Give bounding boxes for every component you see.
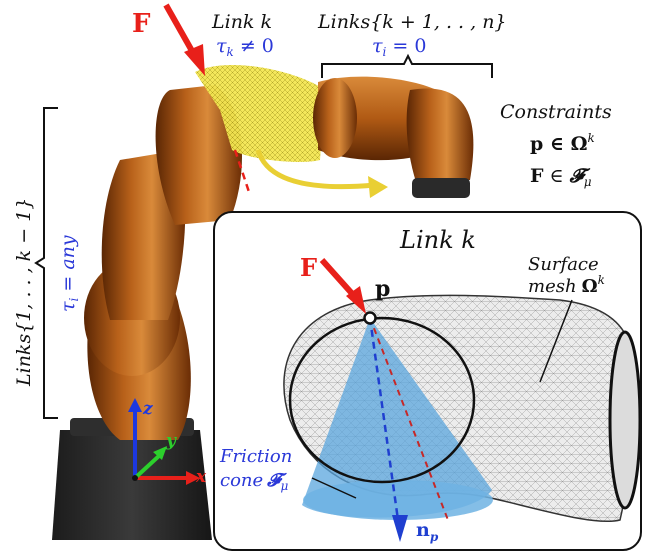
robot-link-3: [155, 85, 242, 225]
base-axes: z y x: [128, 398, 207, 487]
links-before-label: Links{1, . . , k − 1}: [13, 198, 35, 387]
normal-arrowhead: [392, 515, 408, 542]
robot-dashed-line: [233, 149, 252, 196]
robot-wrist: [406, 88, 474, 182]
force-label-inset: F: [300, 253, 317, 282]
link-cross-section: [288, 316, 476, 484]
surface-leader: [539, 299, 573, 383]
tau-k-label: τk ≠ 0: [216, 35, 274, 59]
point-label: p: [375, 276, 390, 302]
force-label-top: F: [132, 9, 151, 39]
friction-cone: [302, 318, 492, 518]
force-arrowhead-inset: [346, 286, 366, 314]
axis-z-label: z: [142, 399, 153, 419]
constraint-f: F ∈ 𝓕μ: [530, 165, 592, 189]
friction-label-1: Friction: [219, 446, 292, 467]
axis-y-label: y: [165, 431, 177, 451]
robot-base: [52, 430, 212, 540]
zoom-arrow-head: [368, 176, 388, 198]
normal-dashed: [368, 317, 400, 521]
tau-i-before-label: τi = any: [57, 235, 81, 312]
force-arrow-top: [163, 3, 205, 76]
link-k-label: Link k: [211, 11, 272, 33]
friction-leader: [311, 477, 357, 499]
robot-arm: z y x: [52, 64, 474, 540]
surface-label-1: Surface: [528, 254, 599, 275]
constraint-p: p ∈ Ωk: [530, 131, 595, 155]
tau-i-after-label: τi = 0: [372, 35, 426, 59]
contact-point: [363, 311, 377, 325]
normal-label: np: [416, 519, 439, 544]
robot-joint-5: [313, 78, 357, 158]
friction-cone-base: [303, 480, 493, 520]
links-after-label: Links{k + 1, . . , n}: [317, 11, 507, 33]
link-k-highlight: [195, 64, 325, 162]
mesh-end-rim: [608, 330, 642, 510]
links-after-bracket: [321, 53, 493, 78]
inset-title: Link k: [399, 226, 476, 254]
constraints-title: Constraints: [500, 101, 612, 123]
force-dashed: [369, 317, 449, 521]
robot-flange: [412, 178, 470, 198]
links-before-bracket: [34, 107, 58, 419]
axis-x-label: x: [195, 467, 207, 487]
zoom-arrow: [255, 149, 376, 190]
force-arrow-inset: [319, 257, 359, 301]
